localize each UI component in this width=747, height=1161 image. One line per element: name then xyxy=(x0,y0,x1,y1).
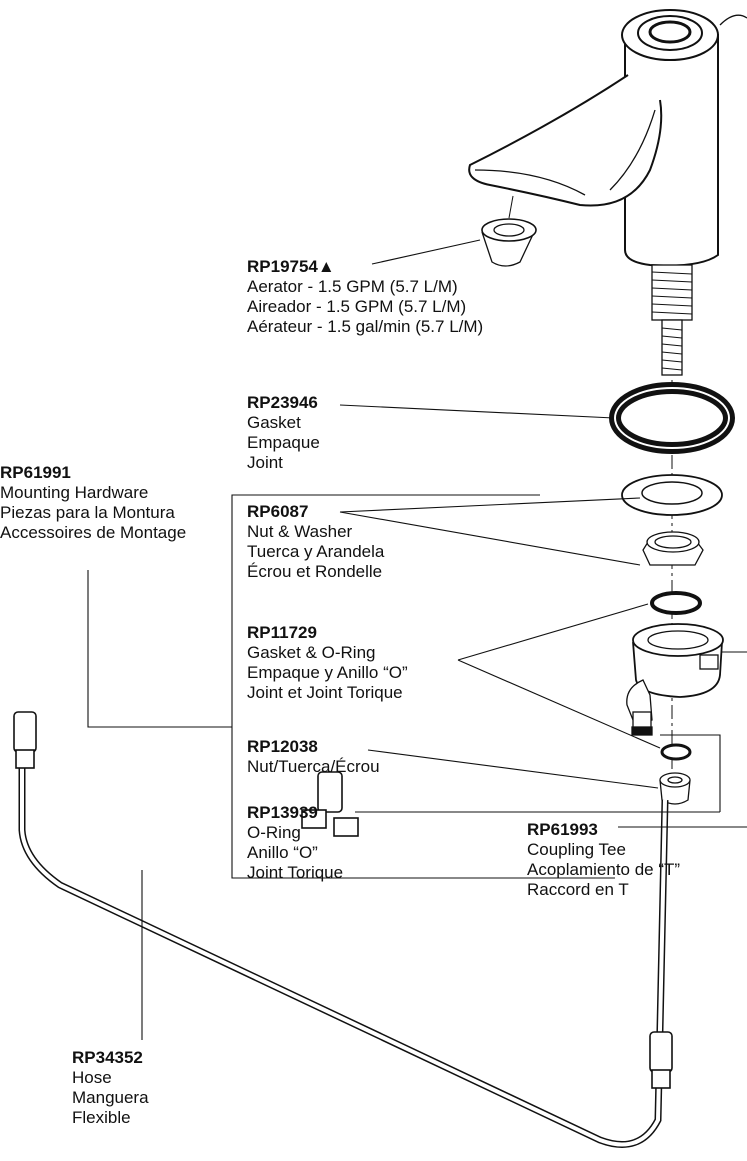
leader-lines xyxy=(87,239,747,1040)
callout-nut: RP12038 Nut/Tuerca/Écrou xyxy=(247,737,380,777)
part-name-fr: Écrou et Rondelle xyxy=(247,562,383,581)
part-name-en: O-Ring xyxy=(247,823,301,842)
part-code: RP11729 xyxy=(247,623,317,642)
part-code: RP13939 xyxy=(247,803,318,822)
part-name-en: Nut/Tuerca/Écrou xyxy=(247,757,380,776)
part-name-fr: Raccord en T xyxy=(527,880,629,899)
part-name-fr: Joint xyxy=(247,453,283,472)
part-code: RP34352 xyxy=(72,1048,143,1067)
washer-illustration xyxy=(621,474,723,516)
part-name-es: Manguera xyxy=(72,1088,149,1107)
part-name-en: Gasket xyxy=(247,413,301,432)
part-name-es: Piezas para la Montura xyxy=(0,503,175,522)
part-code: RP19754▲ xyxy=(247,257,335,276)
part-name-fr: Aérateur - 1.5 gal/min (5.7 L/M) xyxy=(247,317,484,336)
callout-aerator: RP19754▲ Aerator - 1.5 GPM (5.7 L/M) Air… xyxy=(247,257,483,337)
part-name-fr: Joint Torique xyxy=(247,863,344,882)
part-name-es: Empaque xyxy=(247,433,320,452)
part-code: RP6087 xyxy=(247,502,309,521)
part-name-es: Tuerca y Arandela xyxy=(247,542,385,561)
small-nut-illustration xyxy=(659,772,691,805)
part-name-fr: Accessoires de Montage xyxy=(0,523,187,542)
callout-coupling-tee: RP61993 Coupling Tee Acoplamiento de “T”… xyxy=(527,820,680,900)
part-name-en: Hose xyxy=(72,1068,112,1087)
callout-oring: RP13939 O-Ring Anillo “O” Joint Torique xyxy=(247,803,343,883)
part-name-en: Mounting Hardware xyxy=(0,483,149,502)
callout-hose: RP34352 Hose Manguera Flexible xyxy=(72,1048,149,1128)
callout-mounting-hardware: RP61991 Mounting Hardware Piezas para la… xyxy=(0,463,186,543)
part-code: RP61991 xyxy=(0,463,71,482)
hex-nut-illustration xyxy=(642,531,704,566)
faucet-body-illustration xyxy=(468,9,747,376)
part-code: RP23946 xyxy=(247,393,318,412)
part-name-en: Nut & Washer xyxy=(247,522,353,541)
part-name-es: Empaque y Anillo “O” xyxy=(247,663,408,682)
part-name-fr: Flexible xyxy=(72,1108,131,1127)
part-name-es: Acoplamiento de “T” xyxy=(527,860,681,879)
callout-gasket: RP23946 Gasket Empaque Joint xyxy=(247,393,320,473)
part-name-es: Aireador - 1.5 GPM (5.7 L/M) xyxy=(247,297,467,316)
callout-gasket-oring: RP11729 Gasket & O-Ring Empaque y Anillo… xyxy=(247,623,408,703)
aerator-illustration xyxy=(481,195,537,267)
coupling-tee-illustration xyxy=(626,623,724,736)
small-gasket-illustration xyxy=(650,591,702,615)
callout-nut-washer: RP6087 Nut & Washer Tuerca y Arandela Éc… xyxy=(247,502,384,582)
gasket-illustration xyxy=(609,382,735,454)
part-code: RP61993 xyxy=(527,820,598,839)
part-name-en: Gasket & O-Ring xyxy=(247,643,376,662)
part-name-es: Anillo “O” xyxy=(247,843,318,862)
replacement-marker: ▲ xyxy=(317,257,335,276)
o-ring-illustration xyxy=(660,743,692,761)
part-name-en: Aerator - 1.5 GPM (5.7 L/M) xyxy=(247,277,458,296)
part-name-en: Coupling Tee xyxy=(527,840,626,859)
part-name-fr: Joint et Joint Torique xyxy=(247,683,403,702)
hose-illustration xyxy=(13,711,673,1148)
part-code: RP12038 xyxy=(247,737,318,756)
